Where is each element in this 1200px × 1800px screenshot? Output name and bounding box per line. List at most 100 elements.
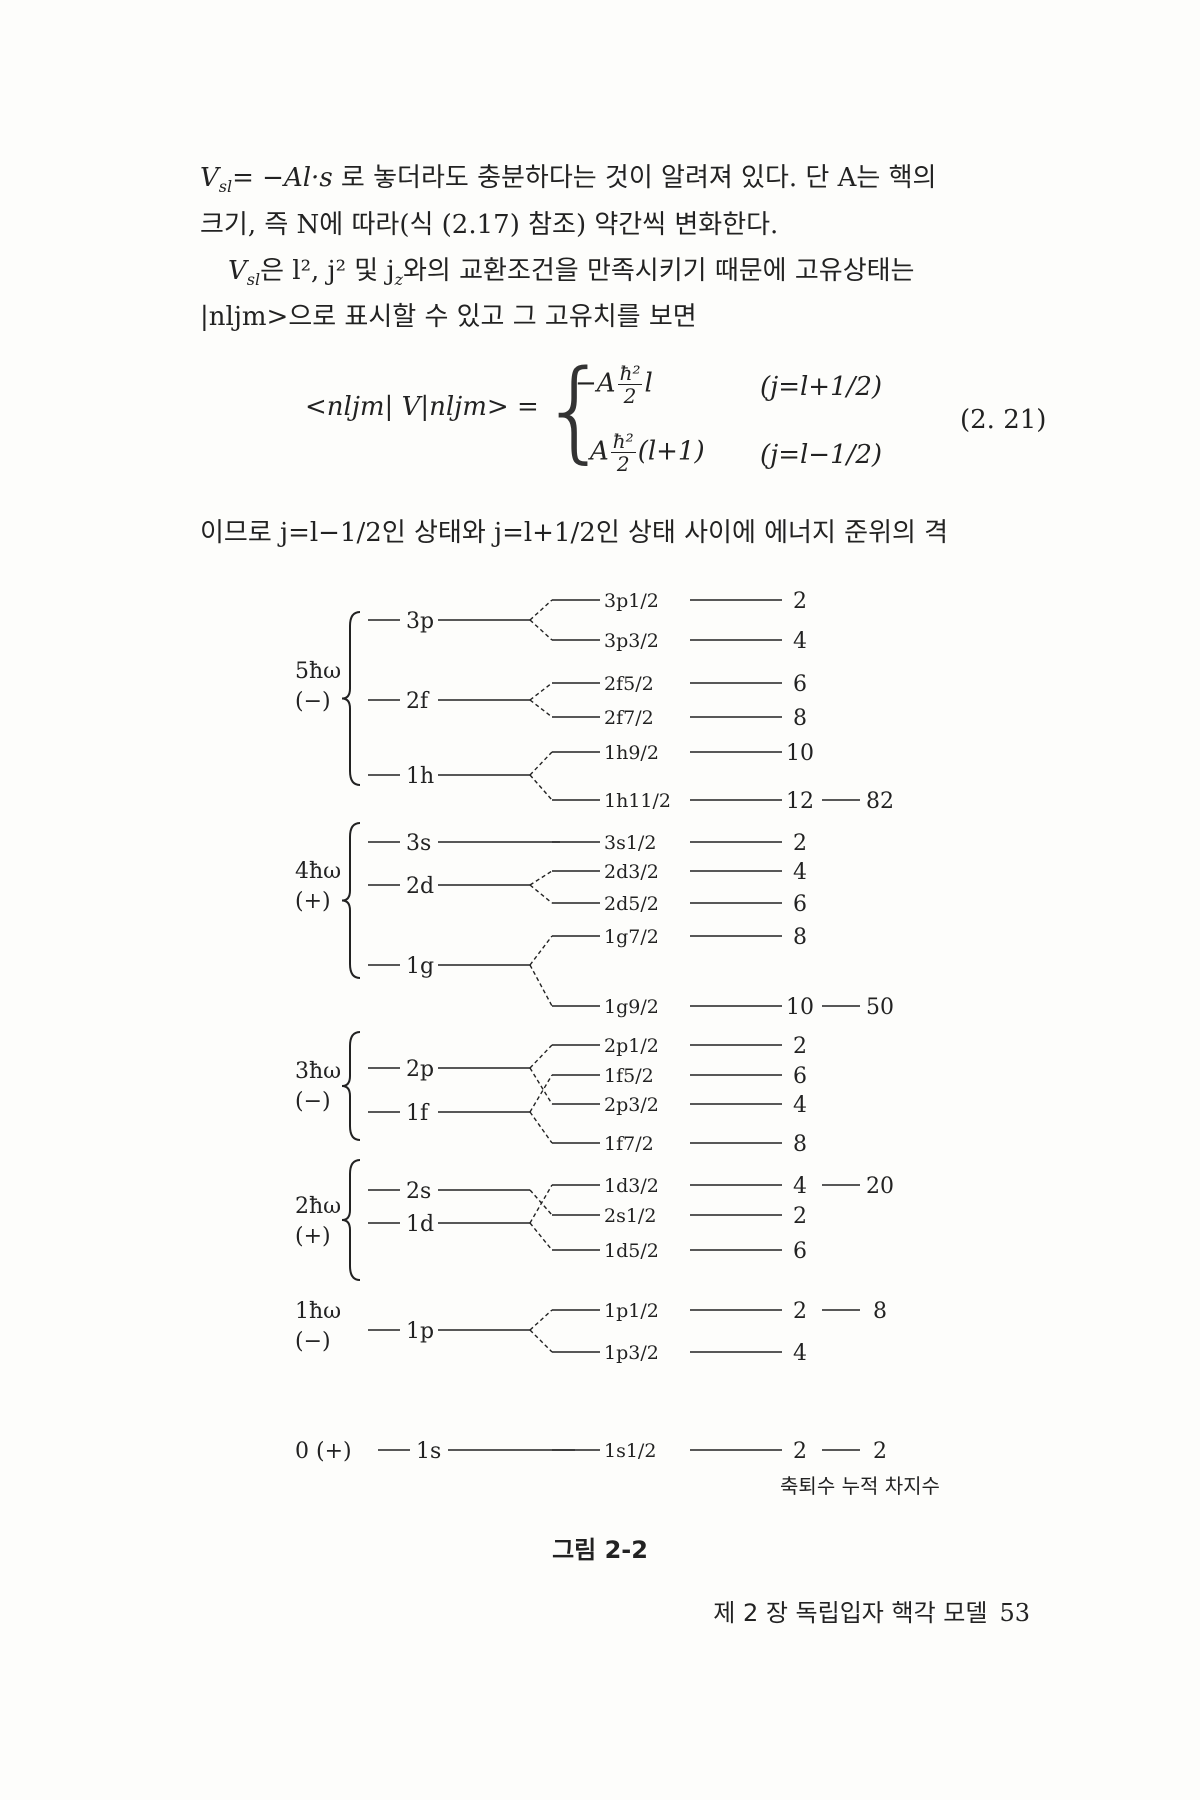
split-connector bbox=[529, 774, 553, 801]
line3-rest2: 와의 교환조건을 만족시키기 때문에 고유상태는 bbox=[403, 256, 915, 286]
line1-rest: 로 놓더라도 충분하다는 것이 알려져 있다. 단 A는 핵의 bbox=[332, 163, 937, 193]
v-symbol: V bbox=[200, 163, 219, 193]
shell-parity-label: (−) bbox=[295, 1329, 331, 1354]
case1-pre: −A bbox=[575, 368, 616, 399]
v-subscript-2: sl bbox=[246, 270, 261, 290]
chapter-title: 제 2 장 독립입자 핵각 모델 bbox=[713, 1599, 988, 1627]
orbital-label: 2p bbox=[406, 1057, 434, 1082]
level-name: 2d5/2 bbox=[604, 893, 659, 915]
orbital-label: 1f bbox=[406, 1101, 430, 1126]
orbital-label: 1d bbox=[406, 1212, 434, 1237]
shell-energy-label: 2ħω bbox=[295, 1194, 341, 1219]
case2-post: (l+1) bbox=[637, 436, 705, 467]
orbital-label: 2s bbox=[406, 1179, 431, 1204]
split-connector bbox=[529, 619, 553, 641]
level-name: 1h9/2 bbox=[604, 742, 659, 764]
level-name: 1f5/2 bbox=[604, 1065, 654, 1087]
cumulative-count: 8 bbox=[873, 1299, 887, 1324]
level-name: 3p3/2 bbox=[604, 630, 659, 652]
cumulative-count: 82 bbox=[866, 789, 894, 814]
level-degeneracy: 12 bbox=[786, 789, 814, 814]
case1-den: 2 bbox=[623, 384, 637, 408]
case2-pre: A bbox=[590, 436, 609, 467]
shell-energy-label: 1ħω bbox=[295, 1299, 341, 1324]
shell-brace bbox=[341, 611, 361, 786]
level-degeneracy: 6 bbox=[793, 892, 807, 917]
level-degeneracy: 4 bbox=[793, 1174, 807, 1199]
split-connector bbox=[529, 870, 553, 886]
orbital-label: 1g bbox=[406, 954, 434, 979]
split-connector bbox=[529, 1329, 553, 1353]
level-name: 2f5/2 bbox=[604, 673, 654, 695]
split-connector bbox=[529, 1189, 553, 1216]
orbital-label: 2f bbox=[406, 689, 430, 714]
shell-brace bbox=[341, 1159, 361, 1281]
figure-caption: 그림 2-2 bbox=[552, 1536, 648, 1564]
text-line-2: 크기, 즉 N에 따라(식 (2.17) 참조) 약간씩 변화한다. bbox=[200, 210, 779, 240]
shell-energy-label: 5ħω bbox=[295, 659, 341, 684]
equation-cond-2: (j=l−1/2) bbox=[760, 440, 883, 470]
level-name: 1d3/2 bbox=[604, 1175, 659, 1197]
level-name: 3p1/2 bbox=[604, 590, 659, 612]
level-name: 1g9/2 bbox=[604, 996, 659, 1018]
split-connector bbox=[529, 884, 553, 904]
level-degeneracy: 6 bbox=[793, 1239, 807, 1264]
level-name: 1f7/2 bbox=[604, 1133, 654, 1155]
equation-lhs: <nljm| V|nljm> = bbox=[305, 392, 539, 422]
v-symbol-2: V bbox=[228, 256, 247, 286]
level-degeneracy: 6 bbox=[793, 672, 807, 697]
case1-num: ħ² bbox=[617, 361, 643, 385]
split-connector bbox=[529, 1044, 553, 1069]
split-connector bbox=[529, 1074, 553, 1113]
page-number: 53 bbox=[999, 1599, 1030, 1627]
level-degeneracy: 10 bbox=[786, 995, 814, 1020]
page-footer: 제 2 장 독립입자 핵각 모델 53 bbox=[713, 1593, 1030, 1628]
split-connector bbox=[529, 751, 553, 776]
level-degeneracy: 2 bbox=[793, 1439, 807, 1464]
split-connector bbox=[529, 1111, 553, 1144]
orbital-label: 3p bbox=[406, 609, 434, 634]
split-connector bbox=[529, 935, 553, 966]
equation-number: (2. 21) bbox=[960, 405, 1047, 435]
level-name: 1g7/2 bbox=[604, 926, 659, 948]
shell-energy-label: 4ħω bbox=[295, 859, 341, 884]
line3-rest: 은 l², j² 및 j bbox=[260, 256, 395, 286]
level-name: 1p1/2 bbox=[604, 1300, 659, 1322]
level-name: 2s1/2 bbox=[604, 1205, 656, 1227]
orbital-label: 1s bbox=[416, 1439, 441, 1464]
level-degeneracy: 4 bbox=[793, 1341, 807, 1366]
level-degeneracy: 8 bbox=[793, 925, 807, 950]
split-connector bbox=[529, 964, 553, 1007]
orbital-label: 3s bbox=[406, 831, 431, 856]
level-name: 3s1/2 bbox=[604, 832, 656, 854]
split-connector bbox=[529, 1309, 553, 1331]
level-name: 2p1/2 bbox=[604, 1035, 659, 1057]
level-degeneracy: 4 bbox=[793, 1093, 807, 1118]
split-connector bbox=[529, 699, 553, 718]
eq-part: = −A bbox=[232, 163, 303, 193]
cumulative-count: 50 bbox=[866, 995, 894, 1020]
level-name: 2p3/2 bbox=[604, 1094, 659, 1116]
case2-den: 2 bbox=[616, 452, 630, 476]
text-line-3: Vsl은 l², j² 및 jz와의 교환조건을 만족시키기 때문에 고유상태는 bbox=[228, 258, 1088, 288]
text-line-5: 이므로 j=l−1/2인 상태와 j=l+1/2인 상태 사이에 에너지 준위의… bbox=[200, 518, 949, 548]
level-degeneracy: 2 bbox=[793, 1204, 807, 1229]
split-connector bbox=[529, 1222, 553, 1251]
orbital-label: 1p bbox=[406, 1319, 434, 1344]
orbital-label: 2d bbox=[406, 874, 434, 899]
level-degeneracy: 2 bbox=[793, 831, 807, 856]
level-name: 1p3/2 bbox=[604, 1342, 659, 1364]
shell-brace bbox=[341, 1031, 361, 1141]
text-line-1: Vsl= −Al·s 로 놓더라도 충분하다는 것이 알려져 있다. 단 A는 … bbox=[200, 165, 1060, 195]
orbital-label: 1h bbox=[406, 764, 434, 789]
shell-energy-label: 3ħω bbox=[295, 1059, 341, 1084]
level-name: 2f7/2 bbox=[604, 707, 654, 729]
level-name: 1s1/2 bbox=[604, 1440, 656, 1462]
level-degeneracy: 2 bbox=[793, 589, 807, 614]
text-line-4: |nljm>으로 표시할 수 있고 그 고유치를 보면 bbox=[200, 302, 697, 332]
shell-parity-label: (−) bbox=[295, 689, 331, 714]
equation-brace: { bbox=[540, 346, 610, 474]
